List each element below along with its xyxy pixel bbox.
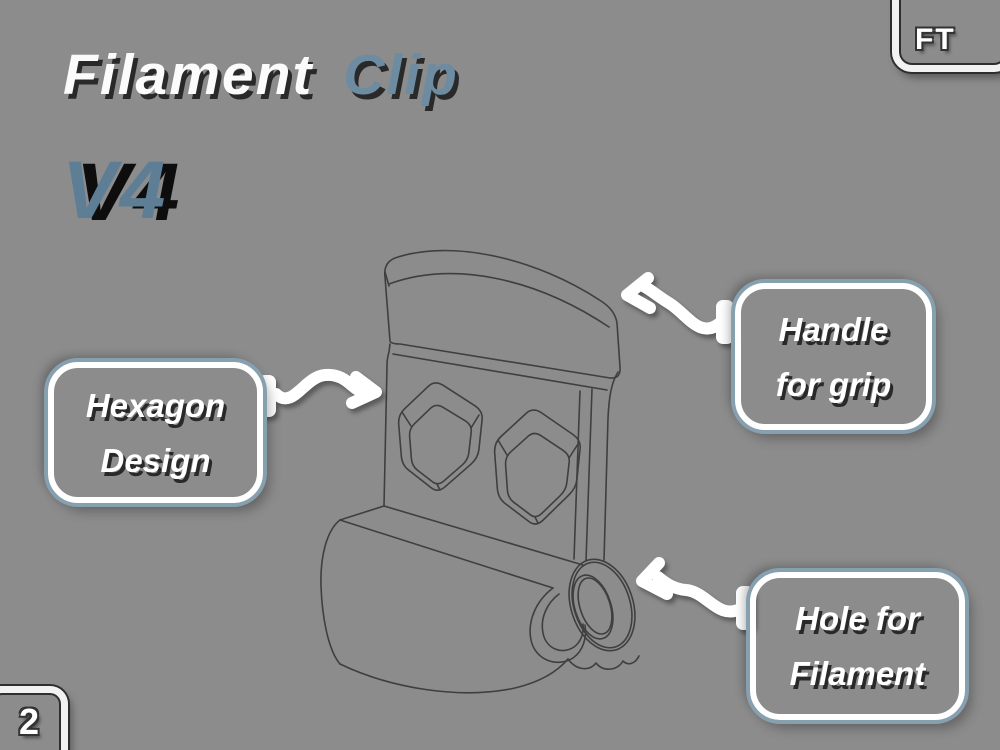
callout-hole-for-filament: Hole for Filament	[750, 572, 965, 720]
page-number-label: 2	[18, 701, 40, 742]
page-title: Filament Clip	[63, 42, 459, 108]
filament-clip-wireframe	[320, 249, 640, 694]
ft-badge: FT	[892, 0, 1000, 72]
arrow-hole-for-filament	[636, 557, 754, 630]
callout-hole-line1: Hole for	[795, 600, 920, 637]
ft-badge-label: FT	[915, 23, 956, 56]
callout-handle-for-grip: Handle for grip	[735, 283, 932, 430]
arrow-handle-for-grip	[621, 272, 734, 344]
page-number-badge: 2	[0, 686, 68, 750]
callout-hexagon-design: Hexagon Design	[48, 362, 263, 503]
callout-hexagon-line1: Hexagon	[85, 386, 226, 424]
title-word-filament: Filament	[63, 43, 314, 107]
callout-hexagon-line2: Design	[100, 441, 211, 479]
callout-handle-line1: Handle	[778, 310, 889, 348]
callout-handle-line2: for grip	[775, 365, 892, 403]
version-label: V4	[62, 145, 169, 236]
title-word-clip: Clip	[343, 43, 459, 107]
arrow-hexagon-design	[258, 368, 382, 417]
callout-hole-line2: Filament	[789, 655, 926, 692]
